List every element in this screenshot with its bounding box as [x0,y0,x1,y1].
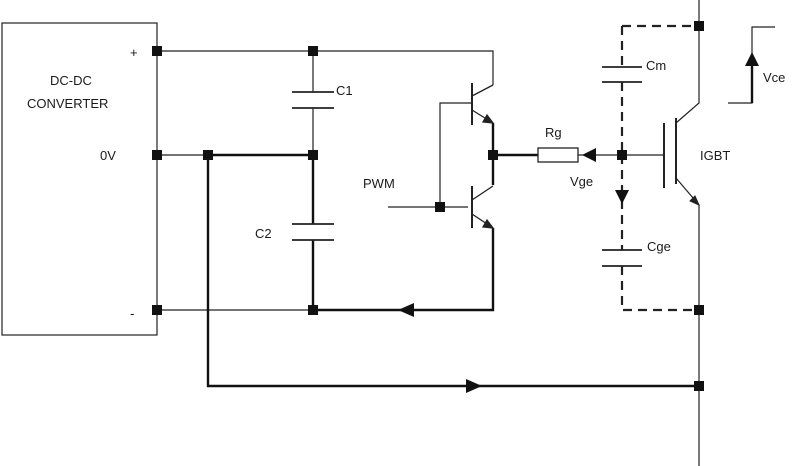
plus-terminal-label: + [130,45,138,60]
igbt-collector-lead [675,0,700,124]
igbt-symbol [663,118,700,206]
c2-bottom-wire [311,228,495,312]
vge-current-arrow [582,148,596,162]
zero-volt-bus-wire [208,153,315,224]
converter-label-line1: DC-DC [50,73,92,88]
return-current-arrow [398,303,414,317]
vce-arrow [745,52,759,103]
capacitor-cm [602,66,642,83]
emitter-return-wire [206,155,699,388]
cge-current-arrow [615,190,629,204]
node-c1-bottom [308,150,318,160]
rg-label: Rg [545,125,562,140]
igbt-emitter-arrow [689,195,700,206]
c1-label: C1 [336,83,353,98]
zero-volt-terminal-label: 0V [100,148,116,163]
cge-label: Cge [647,239,671,254]
node-emitter-return [694,381,704,391]
igbt-label: IGBT [700,148,730,163]
pnp-transistor-lower [471,185,495,229]
emitter-current-arrow [466,379,482,393]
cm-label: Cm [646,58,666,73]
node-return-split [203,150,213,160]
thin-wires [157,0,775,466]
capacitor-c2 [292,223,334,241]
node-plus [152,46,162,56]
node-c1-top [308,46,318,56]
node-igbt-emitter [694,305,704,315]
node-gate [617,150,627,160]
pwm-label: PWM [363,176,395,191]
capacitor-c1 [292,91,334,109]
converter-label-line2: CONVERTER [27,96,108,111]
node-igbt-collector [694,21,704,31]
node-driver-output [488,150,498,160]
npn-transistor-upper [468,83,495,125]
minus-terminal-label: - [130,306,134,321]
igbt-emitter-lead [675,177,700,466]
vce-label: Vce [763,70,785,85]
c2-label: C2 [255,226,272,241]
node-zero [152,150,162,160]
positive-rail-wire [157,50,494,85]
node-c2-bottom [308,305,318,315]
node-pwm-base [435,202,445,212]
base-link-wire [439,102,468,207]
node-minus [152,305,162,315]
gate-resistor-rg [537,147,579,163]
upper-transistor-arrow [481,113,495,124]
junction-nodes [152,21,704,391]
dc-dc-converter-box [1,22,158,336]
capacitor-cge [602,249,642,267]
thick-wires [206,123,699,388]
lower-transistor-arrow [481,218,495,229]
vge-label: Vge [570,174,593,189]
